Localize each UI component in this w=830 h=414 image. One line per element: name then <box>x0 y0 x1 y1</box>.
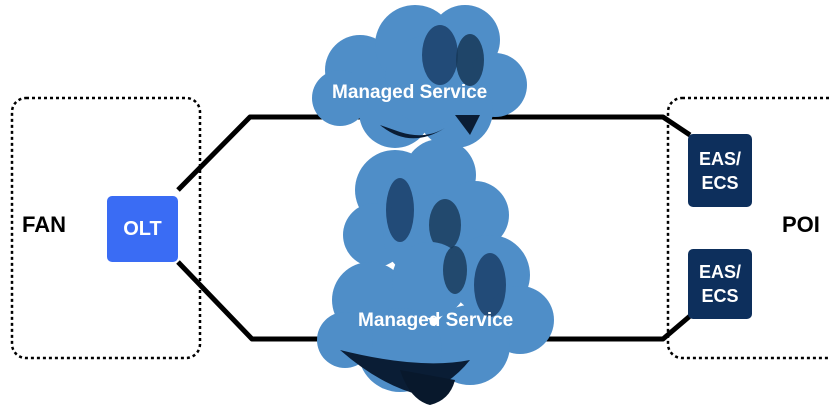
olt-node: OLT <box>107 196 178 262</box>
fan-boundary <box>10 96 202 360</box>
cloud-icon <box>312 5 527 148</box>
cloud-icon <box>317 235 554 405</box>
eas-ecs-node-top: EAS/ ECS <box>688 134 752 207</box>
eas-top-line2: ECS <box>701 172 739 193</box>
eas-ecs-node-bottom: EAS/ ECS <box>688 249 752 319</box>
managed-service-label-bottom: Managed Service <box>358 310 514 331</box>
olt-label: OLT <box>123 217 162 240</box>
poi-boundary <box>666 96 830 360</box>
eas-bottom-line1: EAS/ <box>698 262 741 282</box>
fan-label: FAN <box>22 212 66 237</box>
eas-bottom-line2: ECS <box>701 286 739 306</box>
poi-label: POI <box>782 212 820 237</box>
eas-top-line1: EAS/ <box>698 148 741 169</box>
managed-service-label-top: Managed Service <box>332 82 488 103</box>
